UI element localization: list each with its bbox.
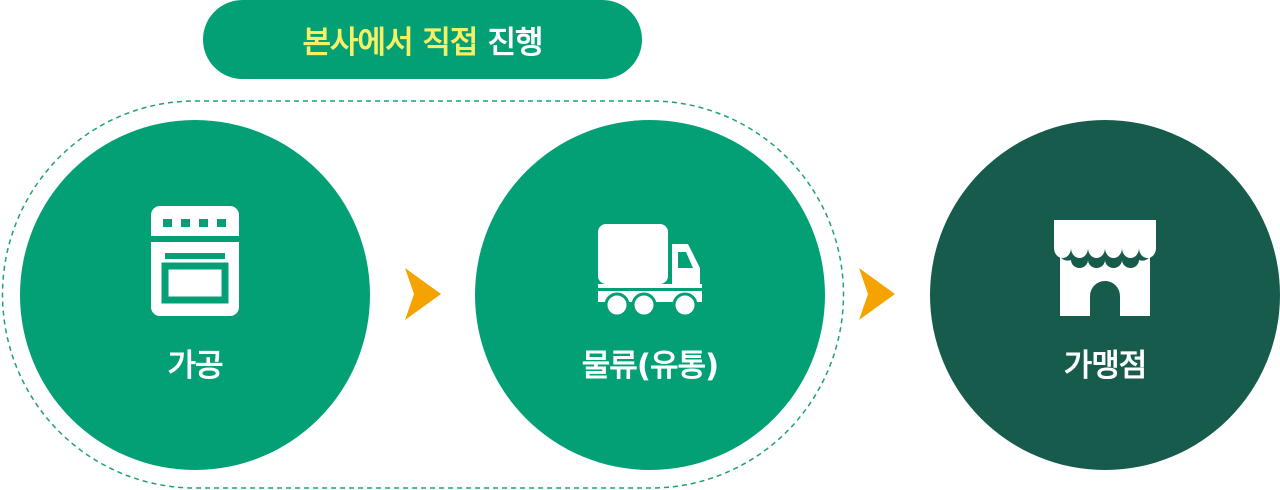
step-label: 물류(유통): [581, 347, 719, 384]
direct-operation-banner: 본사에서 직접 진행: [203, 0, 642, 79]
step-logistics: 물류(유통): [475, 120, 825, 470]
arrow-right-icon: [859, 268, 895, 320]
step-franchise: 가맹점: [930, 120, 1280, 470]
step-processing: 가공: [20, 120, 370, 470]
truck-icon: [590, 206, 710, 316]
step-label: 가맹점: [1063, 347, 1148, 384]
arrow-right-icon: [405, 268, 441, 320]
direct-operation-group-outline: [1, 100, 845, 489]
store-icon: [1045, 206, 1165, 316]
step-label: 가공: [167, 347, 223, 384]
banner-highlight-text: 본사에서 직접: [302, 25, 479, 61]
oven-icon: [135, 205, 255, 316]
banner-rest-text: 진행: [487, 25, 543, 61]
